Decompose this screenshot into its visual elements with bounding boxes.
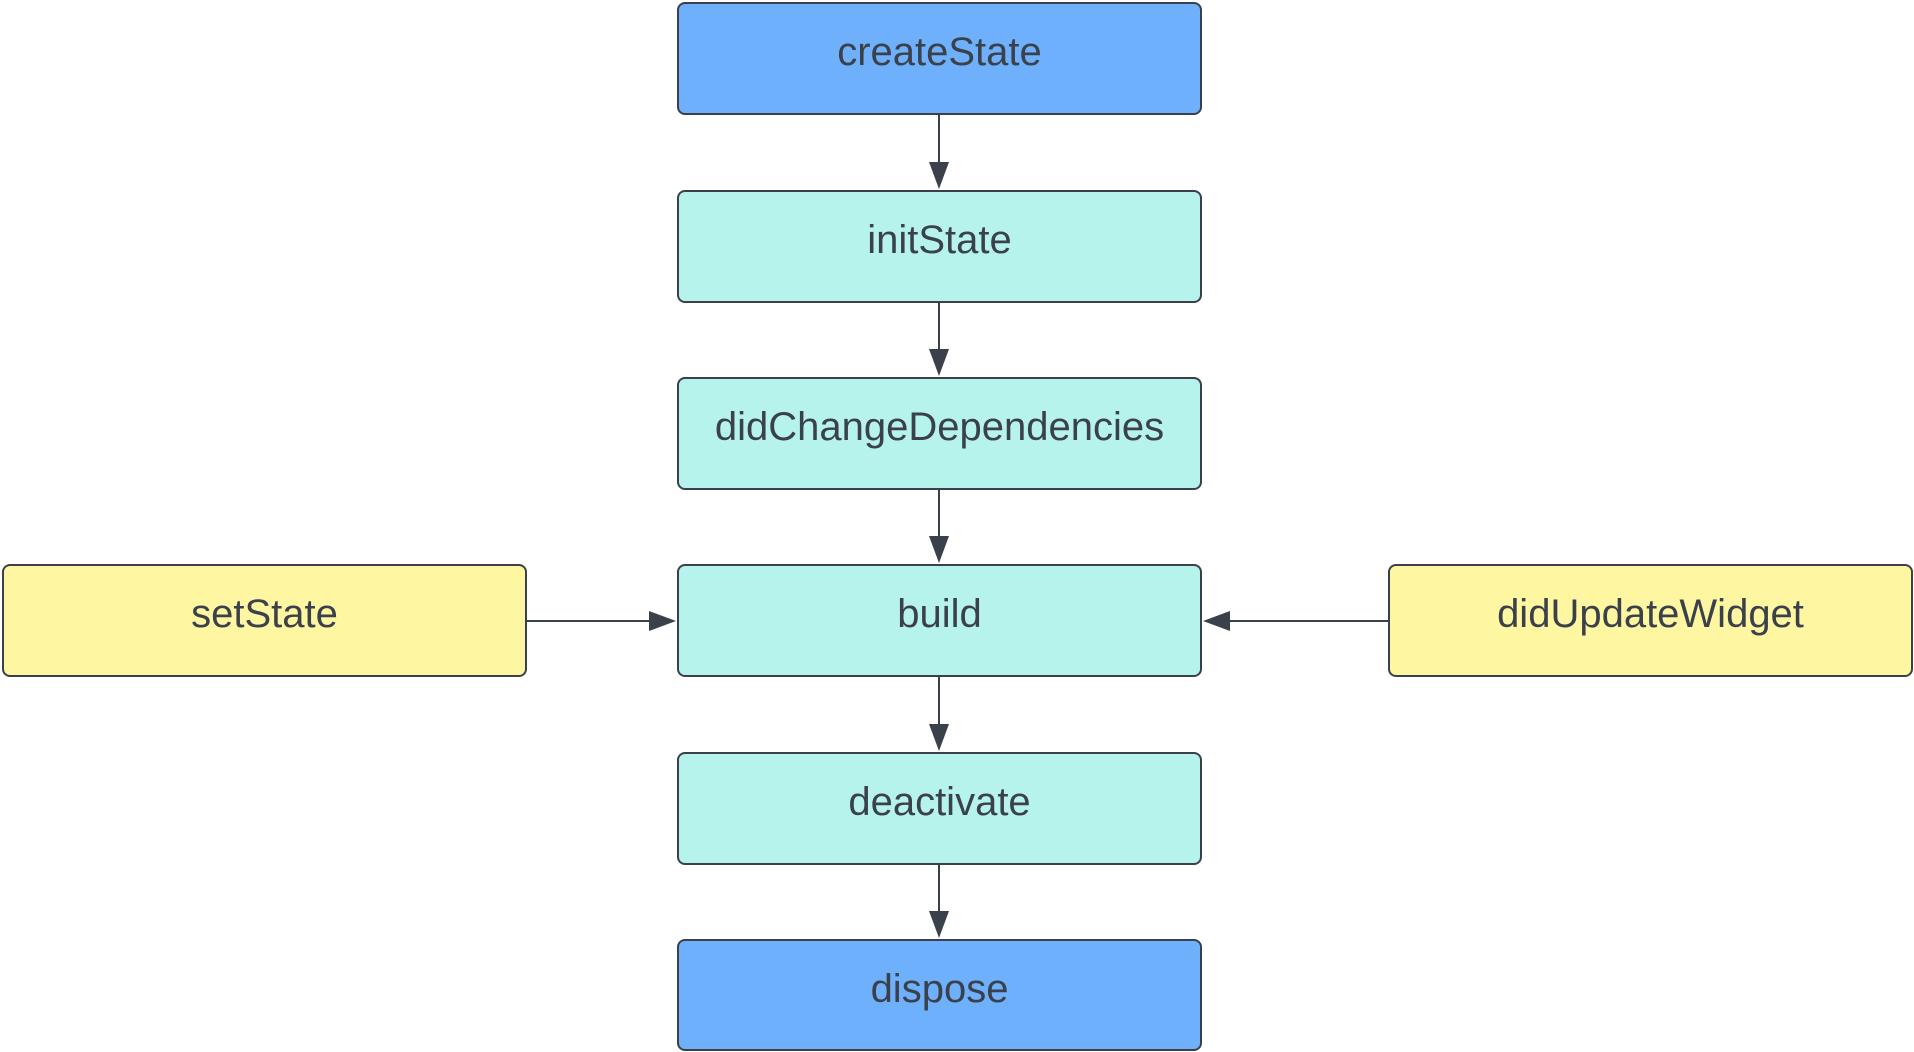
edge-setState-build (527, 611, 676, 631)
node-dispose: dispose (677, 939, 1202, 1051)
node-createState: createState (677, 2, 1202, 115)
node-didUpdateWidget-label: didUpdateWidget (1497, 592, 1804, 636)
edge-didUpdateWidget-build (1203, 611, 1388, 631)
edge-createState-initState (929, 115, 949, 189)
node-didUpdateWidget: didUpdateWidget (1388, 564, 1913, 677)
node-initState: initState (677, 190, 1202, 303)
node-didChangeDependencies: didChangeDependencies (677, 377, 1202, 490)
node-didChangeDependencies-label: didChangeDependencies (714, 405, 1165, 449)
edge-deactivate-dispose (929, 865, 949, 938)
node-setState: setState (2, 564, 527, 677)
node-createState-label: createState (837, 30, 1042, 74)
edge-build-deactivate (929, 677, 949, 751)
edge-didChangeDependencies-build (929, 490, 949, 563)
edge-initState-didChangeDependencies (929, 303, 949, 376)
node-setState-label: setState (191, 592, 338, 636)
node-deactivate: deactivate (677, 752, 1202, 865)
node-build-label: build (897, 592, 982, 636)
node-initState-label: initState (867, 218, 1012, 262)
node-build: build (677, 564, 1202, 677)
node-deactivate-label: deactivate (848, 780, 1031, 824)
node-dispose-label: dispose (870, 966, 1009, 1011)
